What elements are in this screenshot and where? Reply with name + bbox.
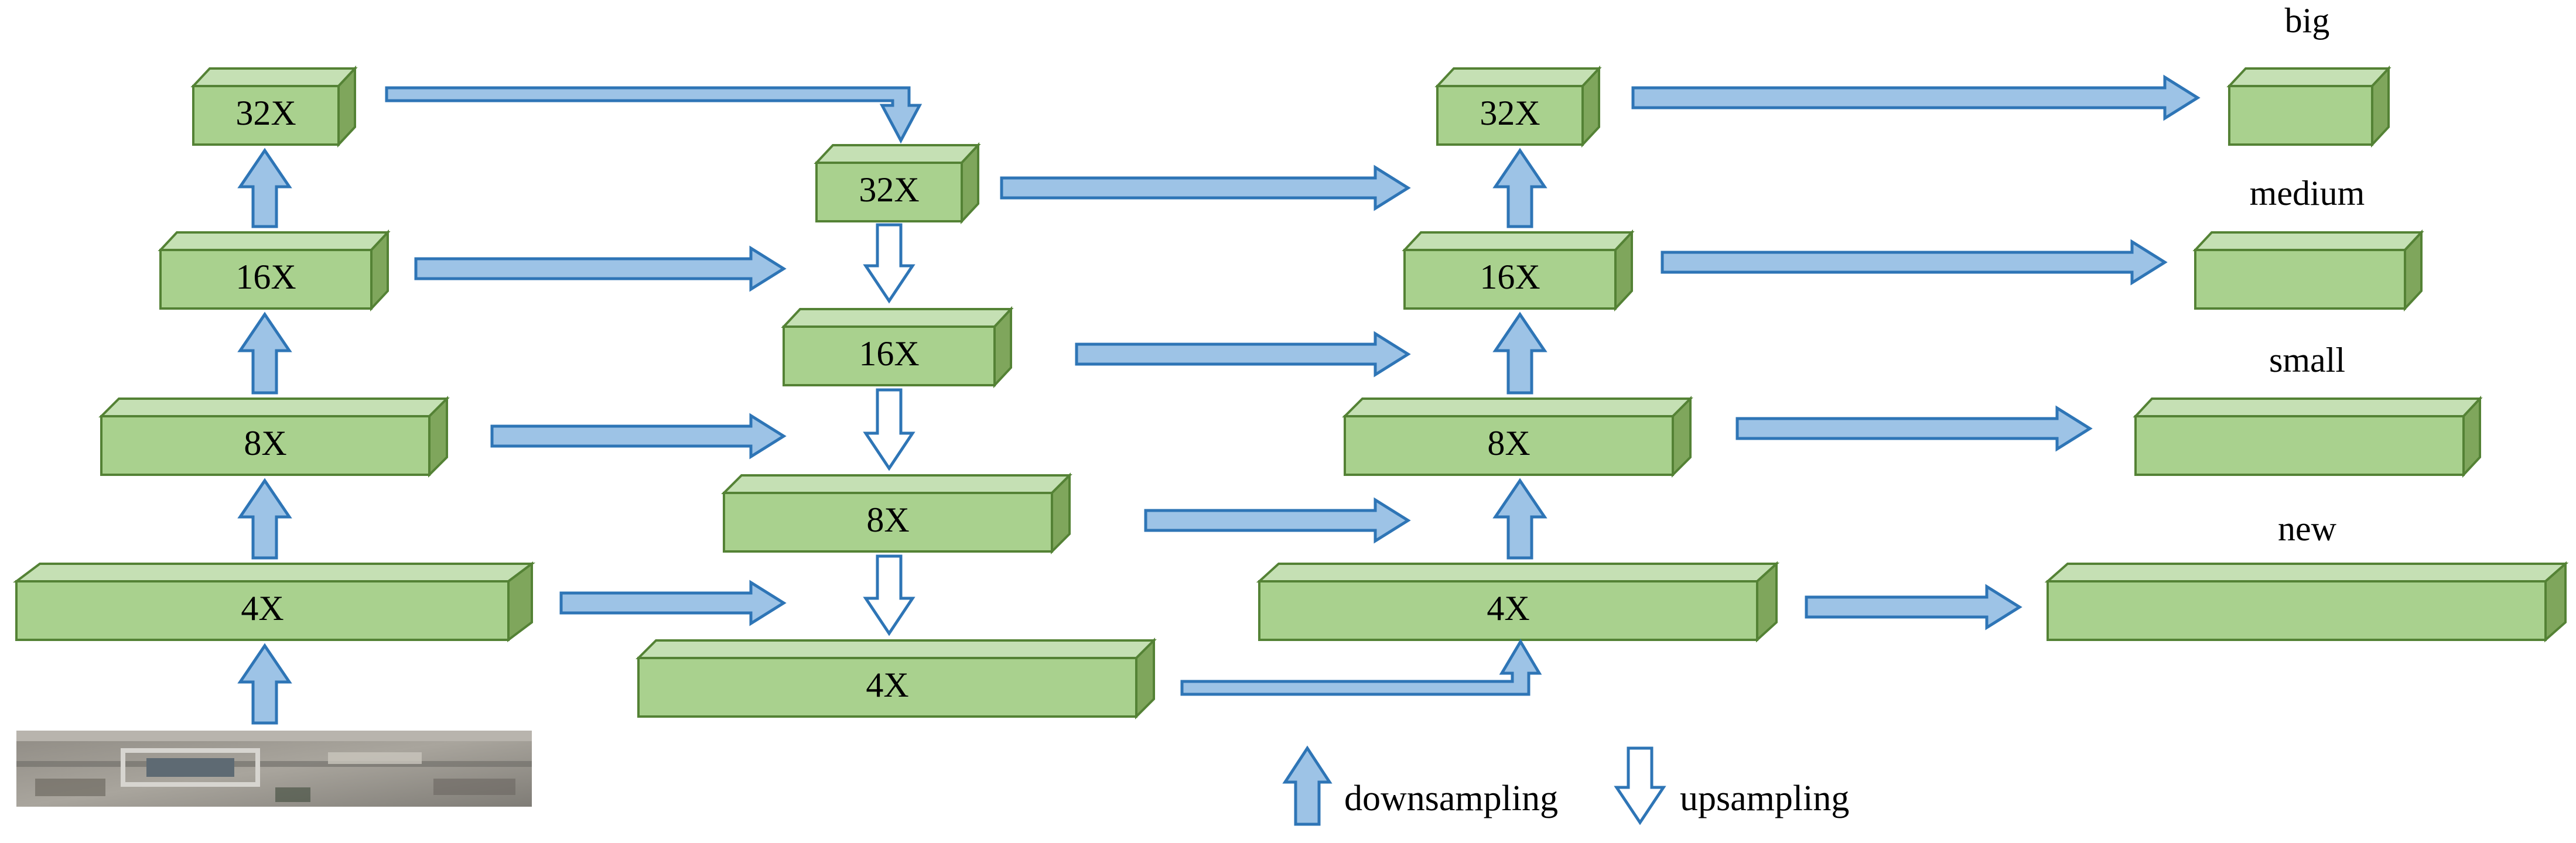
arrow-up-filled-icon: [237, 148, 292, 228]
arrow-right-filled-icon: [559, 580, 787, 626]
block-t4: 4X: [636, 638, 1157, 719]
block-b2: 8X: [98, 396, 450, 478]
legend-upsampling-icon: [1614, 746, 1666, 825]
block-u1: 4X: [1256, 561, 1780, 643]
arrow-right-filled-icon: [1075, 331, 1411, 378]
output-label-small: small: [2269, 341, 2345, 379]
block-u2: 8X: [1342, 396, 1693, 478]
output-block-medium: [2192, 229, 2424, 312]
block-b1-label: 4X: [241, 589, 283, 628]
arrow-up-filled-icon: [237, 311, 292, 395]
block-b4-label: 32X: [235, 94, 296, 132]
arrow-right-filled-icon: [1805, 584, 2022, 630]
output-label-new: new: [2278, 509, 2337, 548]
arrow-down-outline-icon: [863, 388, 915, 471]
arrow-right-filled-icon: [414, 245, 787, 292]
legend: downsampling upsampling: [1282, 745, 1849, 826]
block-u3: 16X: [1402, 229, 1635, 312]
arrow-down-outline-icon: [863, 554, 915, 636]
arrow-up-filled-icon: [1492, 478, 1547, 560]
arrow-up-filled-icon: [1492, 311, 1547, 395]
block-b3: 16X: [158, 229, 391, 312]
block-t1: 32X: [814, 142, 981, 225]
arrow-right-filled-icon: [1000, 165, 1411, 211]
block-u3-label: 16X: [1480, 258, 1540, 296]
arrow-right-filled-icon: [1735, 405, 2093, 452]
arrow-right-filled-icon: [1661, 239, 2168, 286]
block-u1-label: 4X: [1487, 589, 1529, 628]
arrow-down-outline-icon: [863, 223, 915, 304]
output-label-medium: medium: [2250, 174, 2365, 213]
block-t3: 8X: [721, 472, 1072, 554]
arrow-elbow-right-down-icon: [385, 86, 923, 144]
arrow-up-filled-icon: [1492, 148, 1547, 228]
arrow-right-filled-icon: [490, 413, 787, 460]
arrow-elbow-right-up-icon: [1180, 639, 1542, 696]
output-label-big: big: [2285, 1, 2330, 40]
legend-upsampling-label: upsampling: [1680, 779, 1849, 818]
block-t4-label: 4X: [866, 666, 908, 704]
arrow-up-filled-icon: [237, 478, 292, 560]
block-t3-label: 8X: [866, 501, 909, 539]
output-block-small: [2133, 395, 2483, 478]
legend-downsampling-label: downsampling: [1344, 779, 1558, 818]
arrow-right-filled-icon: [1144, 497, 1411, 544]
arrow-right-filled-icon: [1631, 74, 2201, 121]
block-u2-label: 8X: [1487, 424, 1530, 462]
block-u4: 32X: [1434, 65, 1602, 148]
block-t1-label: 32X: [859, 170, 919, 209]
arrow-up-filled-icon: [237, 643, 292, 725]
block-b1: 4X: [13, 561, 535, 642]
block-u4-label: 32X: [1480, 94, 1540, 132]
block-b4: 32X: [190, 65, 358, 148]
input-image: [16, 731, 532, 807]
block-b3-label: 16X: [235, 258, 296, 296]
output-block-new: [2044, 561, 2569, 643]
block-t2: 16X: [781, 306, 1014, 389]
output-block-big: [2226, 65, 2391, 148]
block-b2-label: 8X: [244, 424, 286, 462]
legend-downsampling-icon: [1282, 745, 1333, 826]
block-t2-label: 16X: [859, 334, 919, 373]
